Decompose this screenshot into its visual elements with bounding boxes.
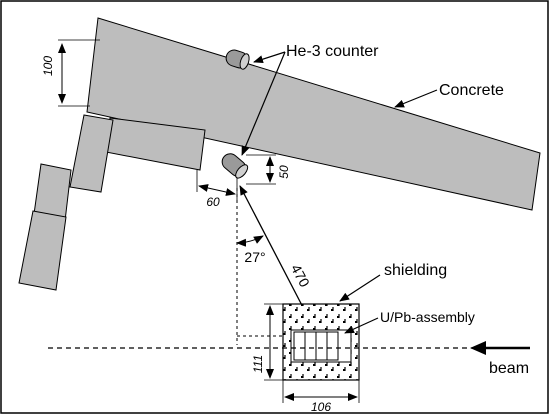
he3-counter-lower [221,153,249,179]
uranium-lead-assembly [293,331,339,361]
he3-counter-upper [225,49,250,70]
label-horizontal-offset: 60 [206,195,220,209]
label-vertical-offset: 50 [277,165,291,179]
dimension-line-horizontal-offset [198,184,236,196]
pointer-counter-upper [253,51,286,64]
label-concrete-thickness: 100 [41,56,55,76]
label-assembly: U/Pb-assembly [380,309,475,325]
concrete-wall-main [86,17,541,211]
concrete-block-left [69,114,114,193]
label-shield-width: 106 [311,400,331,414]
concrete-block-left-lower [18,210,67,291]
pointer-assembly [344,317,379,334]
label-shielding: shielding [384,262,447,279]
angle-arc [236,235,264,247]
beam-arrowhead [470,341,486,355]
label-angle: 27° [244,249,265,265]
label-he3-counter: He-3 counter [286,43,379,60]
pointer-counter-lower [241,51,286,156]
pointer-concrete [394,89,438,108]
label-shield-height: 111 [251,355,265,373]
label-beam: beam [489,360,529,377]
pointer-shielding [339,274,381,302]
label-concrete: Concrete [439,82,504,99]
